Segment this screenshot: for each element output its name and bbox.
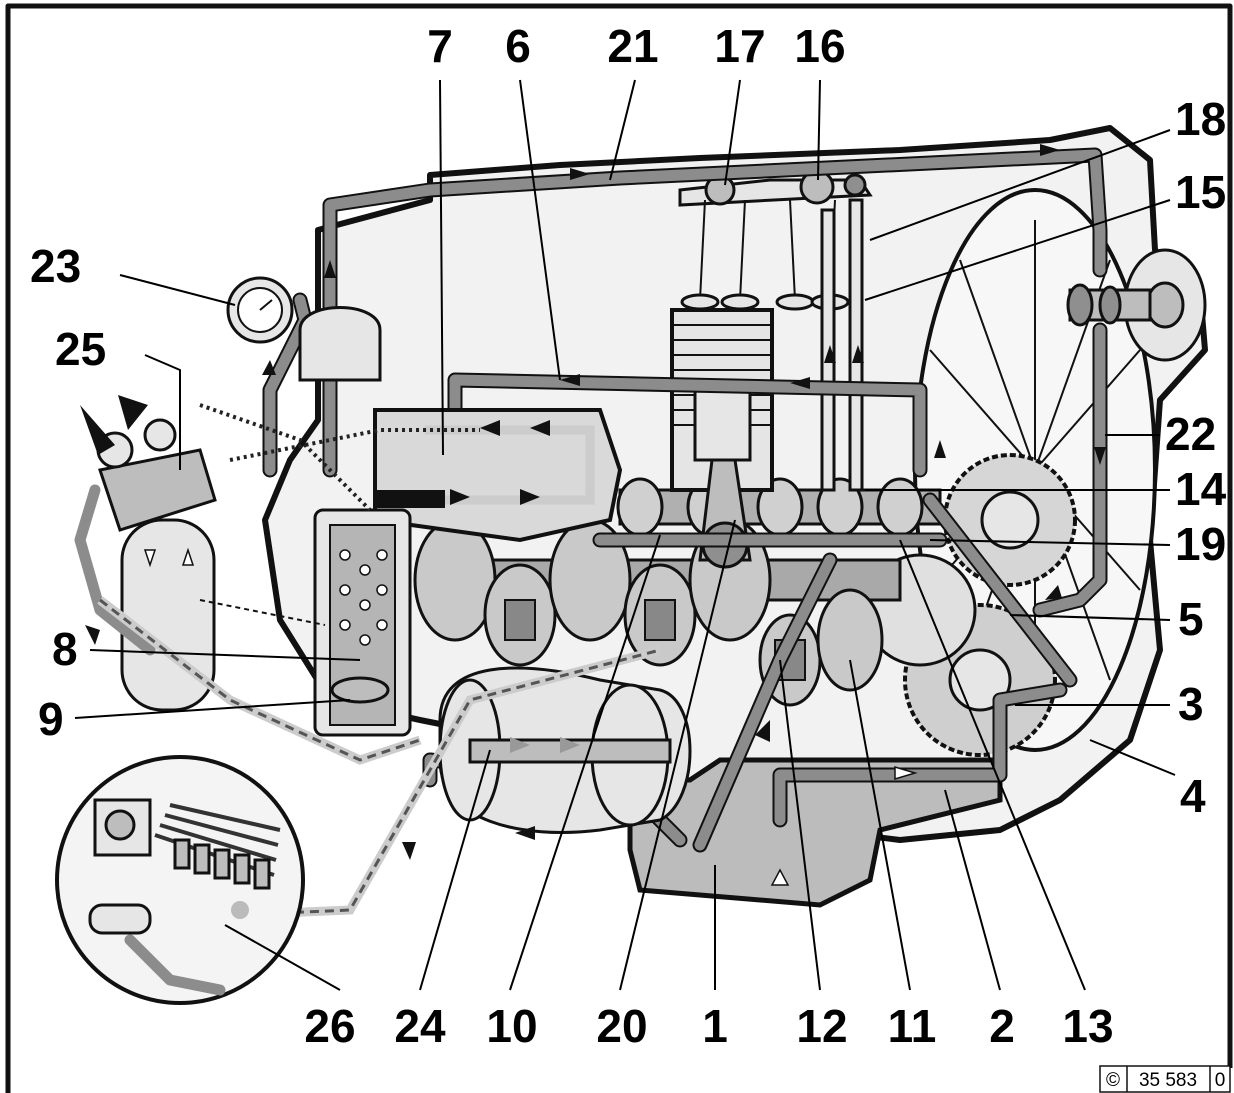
- turbocharger: [1066, 248, 1207, 362]
- lead-16: [817, 79, 821, 181]
- lead-25: [144, 354, 181, 470]
- flow-arrows: [85, 144, 1106, 886]
- callout-5: 5: [1178, 593, 1204, 645]
- callout-26: 26: [304, 1000, 355, 1052]
- lead-23: [119, 274, 236, 306]
- callout-12: 12: [796, 1000, 847, 1052]
- pipe-5: [924, 494, 1076, 686]
- callout-14: 14: [1175, 463, 1227, 515]
- callout-20: 20: [596, 1000, 647, 1052]
- callout-17: 17: [714, 20, 765, 72]
- filter-top: [298, 306, 382, 382]
- pressure-gauge: [226, 276, 294, 344]
- pipe-21: [324, 149, 1106, 476]
- lead-15: [864, 199, 1171, 301]
- callout-3: 3: [1178, 678, 1204, 730]
- callout-23: 23: [30, 240, 81, 292]
- frame: [5, 3, 1233, 1093]
- callout-2: 2: [989, 1000, 1015, 1052]
- figure-code: © 35 583 0: [1099, 1065, 1231, 1093]
- camshaft: [616, 477, 942, 537]
- copyright-symbol: ©: [1106, 1070, 1120, 1091]
- lead-6: [519, 79, 561, 381]
- callout-21: 21: [607, 20, 658, 72]
- lead-26: [224, 924, 341, 991]
- lead-8: [89, 649, 361, 661]
- callout-4: 4: [1180, 770, 1206, 822]
- callout-8: 8: [52, 623, 78, 675]
- inset-detail: [55, 755, 305, 1005]
- lead-24: [419, 749, 491, 991]
- lead-4: [1089, 739, 1176, 776]
- lead-12: [779, 659, 821, 991]
- injection-pump: [438, 666, 692, 834]
- figure-number: 35 583: [1139, 1070, 1197, 1091]
- valve-train: [678, 169, 873, 492]
- lead-9: [74, 699, 351, 719]
- lead-5: [1009, 614, 1171, 621]
- lead-20: [619, 519, 736, 991]
- leader-lines: [74, 79, 1176, 991]
- lead-10: [509, 534, 661, 991]
- callout-1: 1: [702, 1000, 728, 1052]
- callout-15: 15: [1175, 166, 1226, 218]
- callout-13: 13: [1062, 1000, 1113, 1052]
- fuel-filter: [74, 418, 217, 712]
- callout-6: 6: [505, 20, 531, 72]
- callout-10: 10: [486, 1000, 537, 1052]
- cooler-gasket: [375, 490, 445, 508]
- lead-17: [724, 79, 741, 186]
- pipe-gauge: [264, 294, 311, 476]
- lead-21: [609, 79, 636, 181]
- figure-suffix: 0: [1215, 1070, 1226, 1091]
- oil-filter: [298, 306, 412, 737]
- pipe-2: [774, 684, 1066, 826]
- callout-22: 22: [1165, 408, 1216, 460]
- lead-11: [849, 659, 911, 991]
- callout-19: 19: [1175, 518, 1226, 570]
- lead-19: [929, 539, 1171, 546]
- fuel-arrows: [80, 395, 195, 568]
- callout-24: 24: [394, 1000, 446, 1052]
- callout-16: 16: [794, 20, 845, 72]
- lead-13: [899, 539, 1086, 991]
- callouts: 7 6 21 17 16 18 15 23 25 22 14 19 5 8 9 …: [30, 20, 1227, 1052]
- lead-7: [439, 79, 444, 456]
- lead-18: [869, 129, 1171, 241]
- callout-25: 25: [55, 323, 106, 375]
- lead-2: [944, 789, 1001, 991]
- callout-11: 11: [888, 1000, 937, 1052]
- callout-18: 18: [1175, 93, 1226, 145]
- callout-7: 7: [427, 20, 453, 72]
- callout-9: 9: [38, 693, 64, 745]
